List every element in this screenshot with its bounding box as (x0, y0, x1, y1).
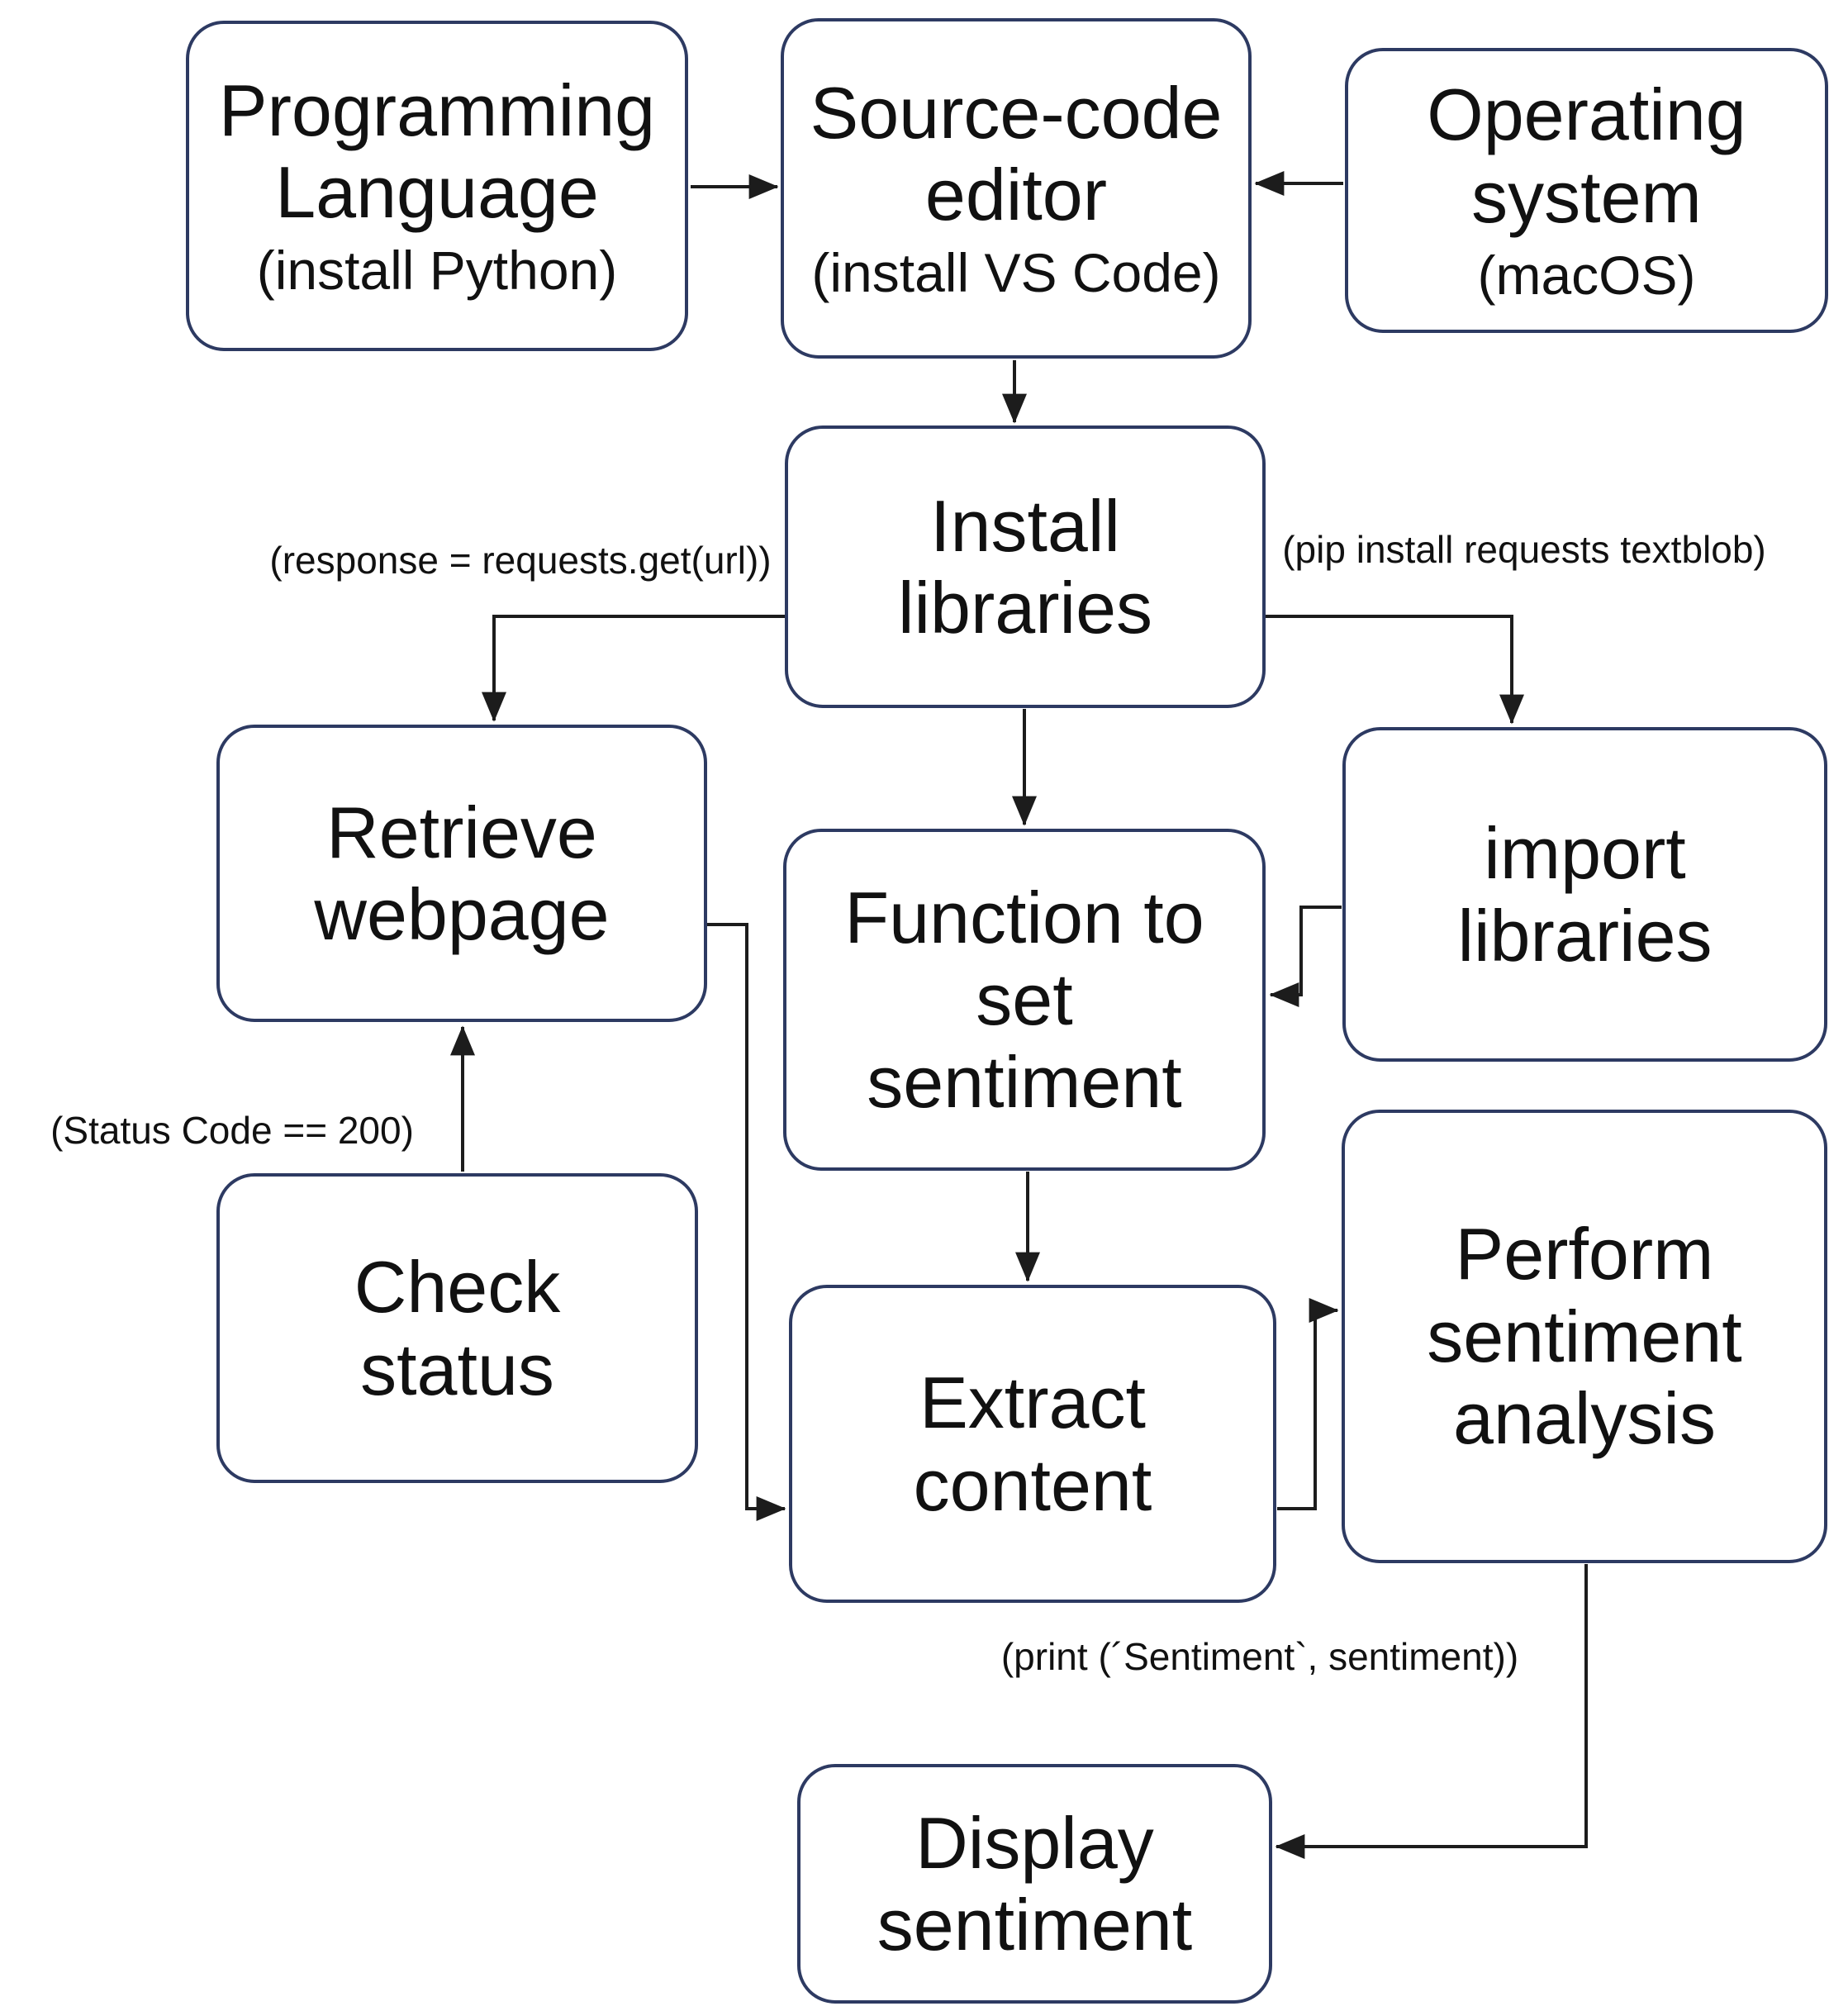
edge-install-libraries-to-import-libraries (1266, 615, 1524, 725)
node-source-code-editor: Source-code editor (install VS Code) (781, 18, 1252, 359)
edge-install-libraries-to-retrieve-webpage (482, 615, 785, 722)
node-text: import (1484, 812, 1686, 895)
node-check-status: Check status (216, 1173, 698, 1483)
node-text: Check (354, 1246, 561, 1329)
node-text: content (913, 1443, 1152, 1526)
node-subtitle: (install Python) (256, 240, 618, 302)
edge-perform-analysis-to-display-sentiment (1275, 1564, 1588, 1859)
node-display-sentiment: Display sentiment (797, 1764, 1272, 2004)
node-programming-language: Programming Language (install Python) (186, 21, 688, 351)
node-text: webpage (314, 873, 610, 955)
node-text: set (976, 958, 1073, 1041)
edge-extract-content-to-perform-analysis (1277, 1298, 1339, 1510)
node-text: Retrieve (326, 791, 597, 873)
node-subtitle: (macOS) (1477, 244, 1696, 306)
node-text: Install (930, 484, 1120, 567)
node-perform-sentiment-analysis: Perform sentiment analysis (1342, 1110, 1827, 1563)
node-text: system (1471, 155, 1702, 238)
node-text: sentiment (1427, 1295, 1742, 1377)
edge-label-requests-get: (response = requests.get(url)) (269, 539, 772, 582)
edge-label-print-sentiment: (print (´Sentiment`, sentiment)) (1000, 1635, 1519, 1678)
node-text: sentiment (867, 1040, 1182, 1123)
node-text: Operating (1427, 74, 1746, 156)
node-text: Perform (1455, 1213, 1714, 1296)
edge-import-libraries-to-function (1269, 906, 1342, 1007)
node-text: Display (915, 1801, 1154, 1884)
node-text: sentiment (876, 1884, 1193, 1966)
edge-retrieve-webpage-to-extract-content (707, 923, 786, 1521)
node-text: libraries (897, 567, 1153, 649)
node-text: Source-code (810, 71, 1223, 154)
edge-label-status-code: (Status Code == 200) (50, 1109, 414, 1152)
node-extract-content: Extract content (789, 1285, 1276, 1603)
node-import-libraries: import libraries (1342, 727, 1827, 1062)
node-text: editor (924, 154, 1108, 236)
node-install-libraries: Install libraries (785, 425, 1266, 708)
edge-label-pip-install: (pip install requests textblob) (1282, 528, 1766, 571)
node-text: libraries (1457, 894, 1713, 977)
node-subtitle: (install VS Code) (811, 242, 1221, 304)
node-retrieve-webpage: Retrieve webpage (216, 725, 707, 1022)
node-text: Extract (919, 1362, 1146, 1444)
node-text: status (360, 1328, 554, 1410)
node-operating-system: Operating system (macOS) (1345, 48, 1828, 333)
node-text: analysis (1453, 1377, 1716, 1460)
node-text: Function to (844, 876, 1204, 958)
node-function-to-set-sentiment: Function to set sentiment (783, 829, 1266, 1171)
node-text: Language (275, 151, 599, 234)
node-text: Programming (218, 69, 656, 151)
